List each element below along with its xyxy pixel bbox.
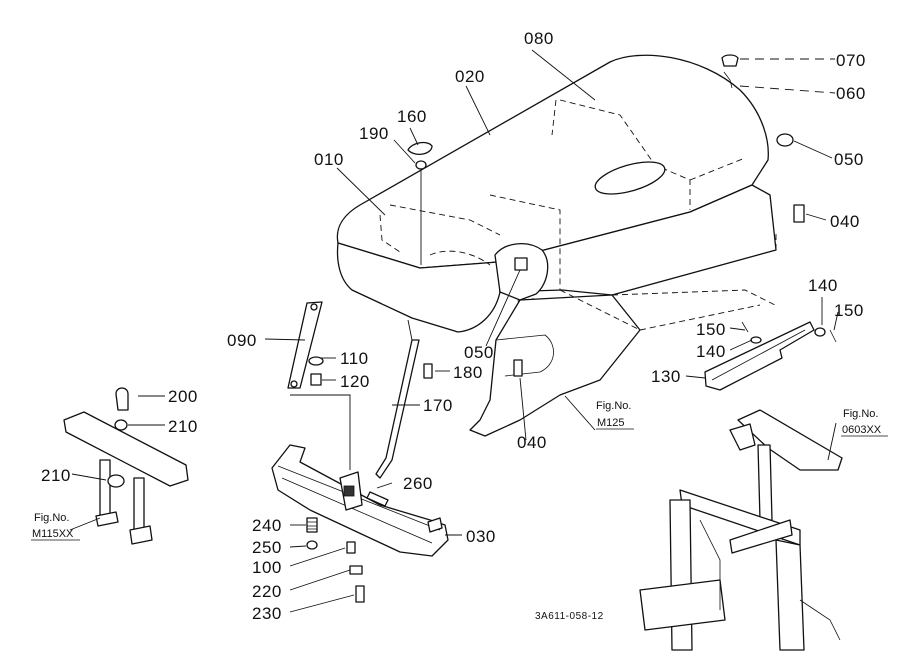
label-210-upper: 210 (168, 417, 198, 436)
label-210-lower: 210 (41, 466, 71, 485)
ref-m115-code: M115XX (32, 528, 74, 540)
washer-110 (308, 356, 324, 366)
pin-150-right (829, 329, 837, 343)
pin-060 (723, 71, 733, 89)
label-150-right: 150 (834, 301, 864, 320)
label-230: 230 (252, 604, 282, 623)
figure-references: Fig.No. M125 Fig.No. 0603XX Fig.No. M115… (31, 400, 888, 622)
frame-structure (639, 409, 843, 651)
hood-hinge-bracket (494, 243, 549, 301)
bolt-040-top (793, 204, 805, 223)
bracket-130 (704, 321, 815, 391)
label-060: 060 (836, 84, 866, 103)
label-080: 080 (524, 29, 554, 48)
washer-140-lower (750, 336, 762, 344)
spring-260 (366, 491, 389, 507)
leader-lines (69, 49, 839, 613)
hood-side-panel (497, 184, 777, 296)
bolt-230 (355, 585, 365, 603)
label-140-upper: 140 (808, 276, 838, 295)
ref-0603-prefix: Fig.No. (843, 408, 878, 420)
label-120: 120 (340, 372, 370, 391)
spring-240 (306, 517, 318, 533)
label-260: 260 (403, 474, 433, 493)
label-160: 160 (397, 107, 427, 126)
pin-150-left (741, 321, 749, 333)
knob-070 (721, 54, 739, 67)
side-bracket-assembly (63, 387, 189, 545)
bolt-180 (423, 363, 433, 379)
label-110: 110 (340, 349, 369, 368)
label-250: 250 (252, 538, 282, 557)
label-200: 200 (168, 387, 198, 406)
cap-160 (407, 141, 433, 156)
washer-140-upper (814, 327, 826, 337)
label-170: 170 (423, 396, 453, 415)
label-240: 240 (252, 516, 282, 535)
ref-m125-prefix: Fig.No. (596, 400, 631, 412)
drawing-code: 3A611-058-12 (535, 611, 604, 622)
label-030: 030 (466, 527, 496, 546)
hood-panel (336, 54, 769, 269)
label-070: 070 (836, 51, 866, 70)
label-050-bottom: 050 (464, 343, 494, 362)
side-cover-panel (469, 294, 641, 437)
label-150-left: 150 (696, 320, 726, 339)
label-100: 100 (252, 558, 282, 577)
hood-front-face (336, 242, 501, 333)
ref-m115-prefix: Fig.No. (34, 512, 69, 524)
bolt-120 (310, 373, 322, 386)
cushion-210-upper (114, 419, 128, 431)
ref-m125-code: M125 (597, 417, 625, 429)
label-220: 220 (252, 582, 282, 601)
hood-stay-090 (287, 301, 323, 389)
hood-opening (594, 161, 666, 195)
label-040-bottom: 040 (517, 433, 547, 452)
hood-rod-170 (375, 339, 420, 479)
front-bumper-assembly (271, 444, 449, 557)
label-190: 190 (359, 124, 389, 143)
nut-050-top (776, 133, 794, 147)
side-cover (469, 230, 777, 437)
grommet-190 (415, 160, 427, 170)
label-180: 180 (453, 363, 483, 382)
nut-050-bottom (514, 257, 528, 271)
label-130: 130 (651, 367, 681, 386)
hardware-parts (306, 54, 805, 603)
label-050-top: 050 (834, 150, 864, 169)
hood-support-bracket (704, 321, 837, 391)
hook-200 (115, 387, 129, 411)
cushion-210-lower (107, 474, 125, 488)
label-020: 020 (455, 67, 485, 86)
bolt-100 (346, 541, 356, 554)
washer-250 (306, 540, 318, 550)
hood-assembly (336, 54, 777, 333)
label-090: 090 (227, 331, 257, 350)
label-140-lower: 140 (696, 342, 726, 361)
bumper-block (343, 485, 355, 497)
ref-0603-code: 0603XX (842, 424, 882, 436)
part-labels: 080 020 160 190 010 070 060 050 040 090 … (41, 29, 866, 623)
bracket-plate (63, 411, 189, 487)
bolt-040-bottom (513, 359, 523, 377)
label-010: 010 (314, 150, 344, 169)
hood-stays (287, 301, 420, 479)
plate-220 (349, 565, 363, 575)
label-040-top: 040 (830, 212, 860, 231)
